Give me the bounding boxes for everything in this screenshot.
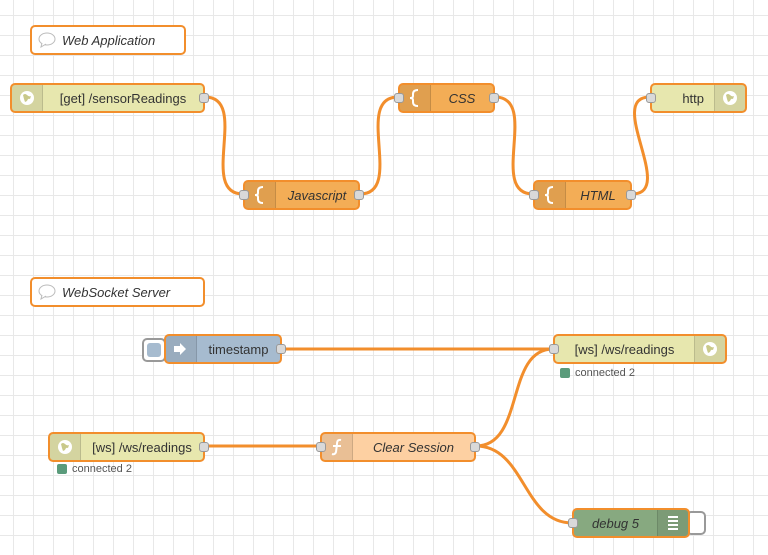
output-port[interactable]: [626, 190, 636, 200]
node-http-response[interactable]: http: [646, 83, 747, 113]
status-text: connected 2: [72, 463, 132, 475]
input-port[interactable]: [239, 190, 249, 200]
node-websocket-out[interactable]: [ws] /ws/readings: [549, 334, 727, 364]
node-status-ws-in: connected 2: [57, 463, 132, 475]
output-port[interactable]: [276, 344, 286, 354]
comment-label: Web Application: [62, 32, 156, 48]
comment-label: WebSocket Server: [62, 284, 171, 300]
wire-http-in-to-javascript[interactable]: [203, 95, 245, 196]
node-function-clear-session[interactable]: Clear Session: [316, 432, 480, 462]
inject-trigger-fill: [147, 343, 161, 357]
output-port[interactable]: [199, 93, 209, 103]
node-label: debug 5: [592, 515, 639, 531]
node-status-ws-out: connected 2: [560, 367, 635, 379]
node-template-html[interactable]: HTML: [529, 180, 636, 210]
node-websocket-in[interactable]: [ws] /ws/readings: [48, 432, 209, 462]
node-label: timestamp: [208, 341, 269, 357]
wire-clear-session-to-ws-out[interactable]: [474, 347, 555, 448]
input-port[interactable]: [394, 93, 404, 103]
template-brace-icon: [400, 85, 431, 111]
wire-clear-session-to-debug[interactable]: [474, 444, 574, 525]
globe-icon: [694, 336, 725, 362]
node-label: CSS: [448, 90, 476, 106]
wire-html-to-http-response[interactable]: [630, 95, 652, 196]
output-port[interactable]: [489, 93, 499, 103]
inject-trigger-button[interactable]: [142, 338, 166, 362]
status-text: connected 2: [575, 367, 635, 379]
template-brace-icon: [535, 182, 566, 208]
globe-icon: [714, 85, 745, 111]
template-brace-icon: [245, 182, 276, 208]
comment-web-application[interactable]: Web Application: [30, 25, 186, 55]
output-port[interactable]: [470, 442, 480, 452]
output-port[interactable]: [354, 190, 364, 200]
globe-icon: [50, 434, 81, 460]
status-dot: [57, 464, 67, 474]
node-label: http: [682, 90, 704, 106]
node-label: Clear Session: [373, 439, 454, 455]
function-icon: [322, 434, 353, 460]
input-port[interactable]: [316, 442, 326, 452]
wire-css-to-html[interactable]: [493, 95, 535, 196]
node-label: [ws] /ws/readings: [574, 341, 675, 357]
input-port[interactable]: [529, 190, 539, 200]
node-template-css[interactable]: CSS: [394, 83, 499, 113]
node-label: Javascript: [287, 187, 347, 203]
inject-arrow-icon: [166, 336, 197, 362]
node-template-javascript[interactable]: Javascript: [239, 180, 364, 210]
node-label: [get] /sensorReadings: [59, 90, 187, 106]
input-port[interactable]: [549, 344, 559, 354]
globe-icon: [12, 85, 43, 111]
debug-list-icon: [657, 510, 688, 536]
input-port[interactable]: [646, 93, 656, 103]
node-http-in-sensor-readings[interactable]: [get] /sensorReadings: [10, 83, 209, 113]
comment-icon: [32, 279, 62, 305]
node-inject-timestamp[interactable]: timestamp: [164, 334, 286, 364]
node-label: HTML: [580, 187, 616, 203]
wire-javascript-to-css[interactable]: [358, 95, 400, 196]
comment-icon: [32, 27, 62, 53]
input-port[interactable]: [568, 518, 578, 528]
output-port[interactable]: [199, 442, 209, 452]
status-dot: [560, 368, 570, 378]
node-debug[interactable]: debug 5: [568, 508, 690, 538]
comment-websocket-server[interactable]: WebSocket Server: [30, 277, 205, 307]
node-label: [ws] /ws/readings: [92, 439, 192, 455]
